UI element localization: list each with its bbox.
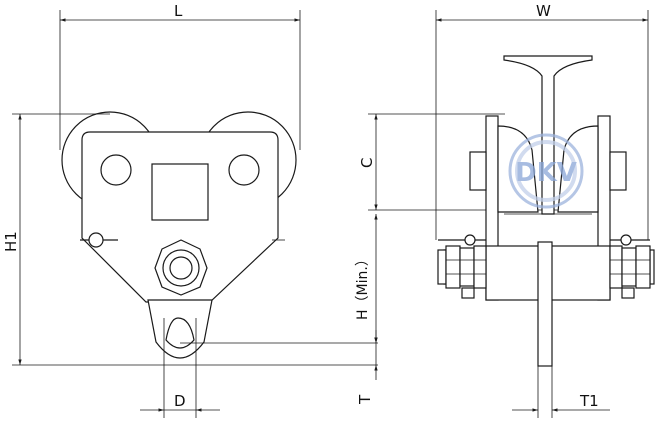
dimension-W: W xyxy=(435,2,649,240)
side-pin-head xyxy=(88,232,104,248)
axle-hole-right xyxy=(228,154,260,186)
dkv-logo-watermark: DKV xyxy=(508,133,584,209)
dimension-H-min: H（Min.） xyxy=(355,214,378,343)
nut-stack-left xyxy=(437,245,487,299)
bearing-cap-right xyxy=(609,151,627,191)
dimension-H1: H1 xyxy=(2,113,378,366)
label-H1: H1 xyxy=(2,231,20,252)
front-view xyxy=(61,111,297,359)
side-pin-left-head xyxy=(464,234,476,246)
watermark-text: DKV xyxy=(515,158,577,188)
center-window xyxy=(151,163,209,221)
label-W: W xyxy=(536,2,551,20)
nut-stack-right xyxy=(609,245,655,299)
label-D: D xyxy=(174,392,186,410)
suspension-eye-hole xyxy=(165,317,195,349)
label-T1: T1 xyxy=(579,392,599,410)
suspension-eye xyxy=(147,299,213,359)
hanger-plate xyxy=(537,241,553,367)
dimension-L: L xyxy=(59,2,301,150)
axle-nut-ring xyxy=(162,249,200,287)
label-C: C xyxy=(358,158,376,168)
label-T: T xyxy=(356,394,374,405)
dimension-T: T xyxy=(356,330,378,405)
label-H-min: H（Min.） xyxy=(355,252,371,320)
axle-hole-left xyxy=(100,154,132,186)
axle-nut-bore xyxy=(169,256,193,280)
dimension-T1: T1 xyxy=(512,366,610,418)
side-view xyxy=(437,55,655,367)
label-L: L xyxy=(174,2,183,20)
dimension-D: D xyxy=(140,318,220,418)
bearing-cap-left xyxy=(469,151,487,191)
side-pin-right-head xyxy=(620,234,632,246)
